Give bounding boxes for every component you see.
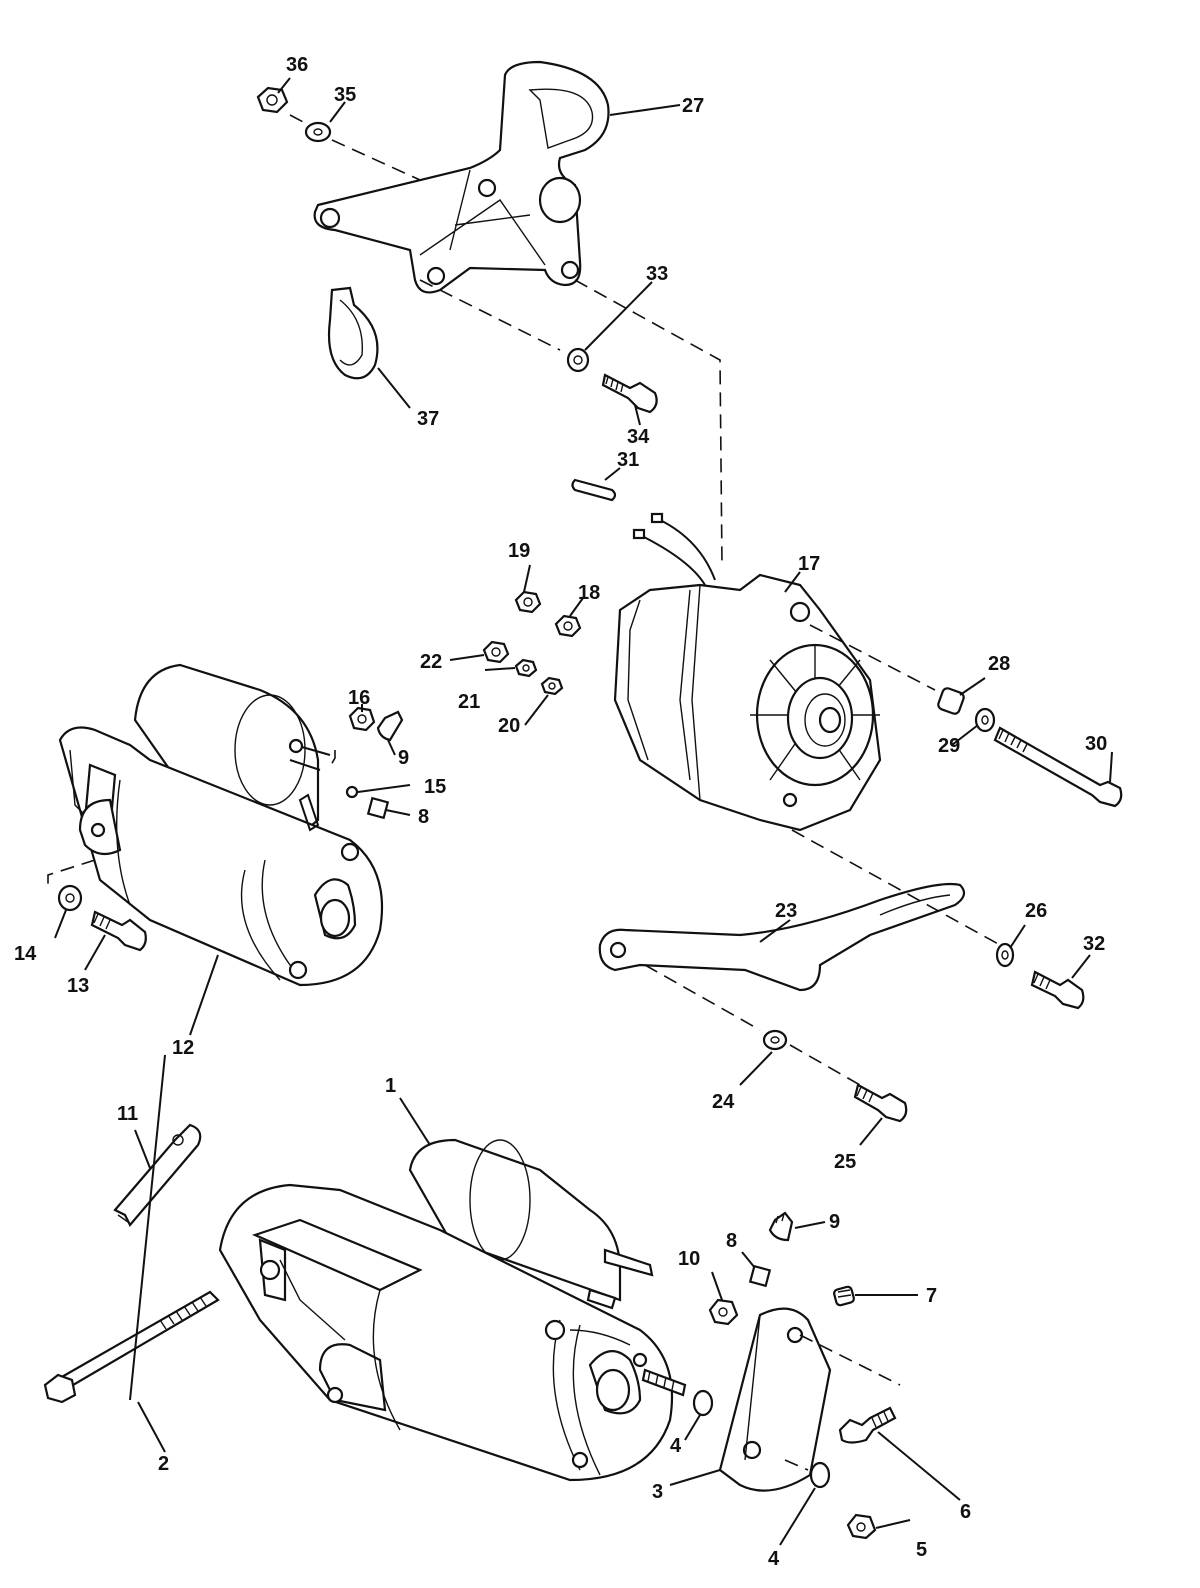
bolt-32 — [1030, 970, 1085, 1010]
callout-labels: 36 35 27 33 37 34 31 19 17 18 22 28 21 1… — [14, 54, 1107, 1570]
washer-14 — [57, 884, 83, 912]
callout-33: 33 — [646, 263, 668, 285]
washer-4-upper — [692, 1389, 714, 1417]
washer-15 — [345, 785, 359, 799]
callout-8-lower: 8 — [726, 1230, 737, 1252]
callout-16: 16 — [348, 687, 370, 709]
washer-26 — [995, 942, 1015, 968]
callout-24: 24 — [712, 1091, 735, 1113]
callout-23: 23 — [775, 900, 797, 922]
callout-3: 3 — [652, 1481, 663, 1503]
callout-20: 20 — [498, 715, 520, 737]
nut-19 — [514, 590, 542, 614]
bolt-6 — [838, 1406, 897, 1444]
callout-10: 10 — [678, 1248, 700, 1270]
callout-19: 19 — [508, 540, 530, 562]
callout-27: 27 — [682, 95, 704, 117]
bolt-13 — [90, 910, 147, 952]
callout-29: 29 — [938, 735, 960, 757]
pin-31 — [571, 478, 617, 502]
square-nut-8-lower — [748, 1264, 772, 1288]
starter-motor-1 — [218, 1138, 687, 1482]
callout-11: 11 — [117, 1103, 138, 1125]
callout-22: 22 — [420, 651, 442, 673]
callout-5: 5 — [916, 1539, 927, 1561]
bolt-30 — [993, 726, 1123, 808]
callout-2: 2 — [158, 1453, 169, 1475]
callout-25: 25 — [834, 1151, 856, 1173]
nut-5 — [846, 1513, 877, 1540]
starter-motor-12 — [58, 663, 384, 987]
bolt-25 — [853, 1083, 908, 1123]
callout-35: 35 — [334, 84, 356, 106]
clamp-37 — [327, 286, 379, 380]
nut-10 — [708, 1298, 739, 1326]
nut-22 — [482, 640, 510, 664]
callout-9-lower: 9 — [829, 1211, 840, 1233]
callout-32: 32 — [1083, 933, 1105, 955]
bolt-34 — [601, 373, 658, 414]
callout-14: 14 — [14, 943, 37, 965]
washer-4-lower — [809, 1461, 831, 1489]
callout-31: 31 — [617, 449, 639, 471]
nut-18 — [554, 614, 582, 638]
square-nut-8-upper — [366, 796, 390, 820]
adjusting-brace-23 — [598, 882, 966, 992]
callout-4-upper: 4 — [670, 1435, 682, 1457]
callout-26: 26 — [1025, 900, 1047, 922]
spacer-28 — [937, 687, 965, 715]
callout-13: 13 — [67, 975, 89, 997]
callout-9-upper: 9 — [398, 747, 409, 769]
nut-36 — [256, 86, 289, 114]
nut-7 — [833, 1285, 855, 1307]
long-bolt-2 — [43, 1290, 220, 1404]
callout-15: 15 — [424, 776, 446, 798]
shim-11 — [113, 1123, 202, 1227]
callout-1: 1 — [385, 1075, 396, 1097]
callout-34: 34 — [627, 426, 650, 448]
bolt-9-upper — [376, 710, 404, 742]
callout-28: 28 — [988, 653, 1010, 675]
callout-4-lower: 4 — [768, 1548, 780, 1570]
callout-21: 21 — [458, 691, 480, 713]
callout-18: 18 — [578, 582, 600, 604]
nut-20 — [540, 676, 564, 696]
callout-12: 12 — [172, 1037, 194, 1059]
callout-30: 30 — [1085, 733, 1107, 755]
alternator-mounting-bracket — [313, 60, 610, 294]
washer-24 — [762, 1029, 788, 1051]
callout-17: 17 — [798, 553, 820, 575]
nut-21 — [514, 658, 538, 678]
bracket-3 — [718, 1307, 832, 1492]
bolt-9-lower — [768, 1211, 794, 1242]
alternator — [613, 512, 882, 832]
washer-35 — [304, 121, 332, 143]
callout-36: 36 — [286, 54, 308, 76]
washer-29 — [974, 707, 996, 733]
callout-6: 6 — [960, 1501, 971, 1523]
leader-lines — [54, 77, 1113, 1546]
washer-33 — [566, 347, 590, 373]
callout-37: 37 — [417, 408, 439, 430]
callout-7: 7 — [926, 1285, 937, 1307]
nut-16 — [348, 706, 376, 732]
callout-8-upper: 8 — [418, 806, 429, 828]
